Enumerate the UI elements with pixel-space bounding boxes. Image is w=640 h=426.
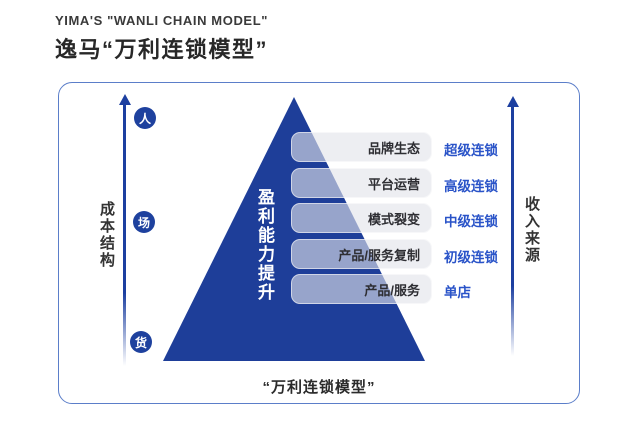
node-people: 人: [134, 107, 156, 129]
diagram-caption: “万利连锁模型”: [262, 379, 376, 396]
revenue-axis-arrow-icon: [506, 96, 519, 107]
level-bar-product-service-replication: 产品/服务复制: [291, 239, 432, 269]
stage-label-advanced-chain: 高级连锁: [444, 179, 498, 194]
diagram-frame: [58, 82, 580, 404]
level-bar-product-service: 产品/服务: [291, 274, 432, 304]
cost-axis-label: 成本结构: [98, 201, 115, 269]
pyramid-label: 盈利能力提升: [255, 188, 274, 302]
revenue-axis-label: 收入来源: [523, 196, 540, 264]
title-block: YIMA'S "WANLI CHAIN MODEL" 逸马“万利连锁模型”: [55, 13, 268, 64]
title-english: YIMA'S "WANLI CHAIN MODEL": [55, 13, 269, 28]
stage-label-single-store: 单店: [444, 285, 471, 300]
level-bar-model-fission: 模式裂变: [291, 203, 432, 233]
level-bar-platform-operation: 平台运营: [291, 168, 432, 198]
cost-axis-line: [123, 104, 126, 366]
revenue-axis-line: [511, 106, 514, 356]
node-goods: 货: [130, 331, 152, 353]
cost-axis-arrow-icon: [118, 94, 131, 105]
stage-label-super-chain: 超级连锁: [444, 143, 498, 158]
level-bar-brand-ecosystem: 品牌生态: [291, 132, 432, 162]
node-place: 场: [133, 211, 155, 233]
stage-label-junior-chain: 初级连锁: [444, 250, 498, 265]
title-chinese: 逸马“万利连锁模型”: [55, 37, 269, 62]
stage-label-intermediate-chain: 中级连锁: [444, 214, 498, 229]
